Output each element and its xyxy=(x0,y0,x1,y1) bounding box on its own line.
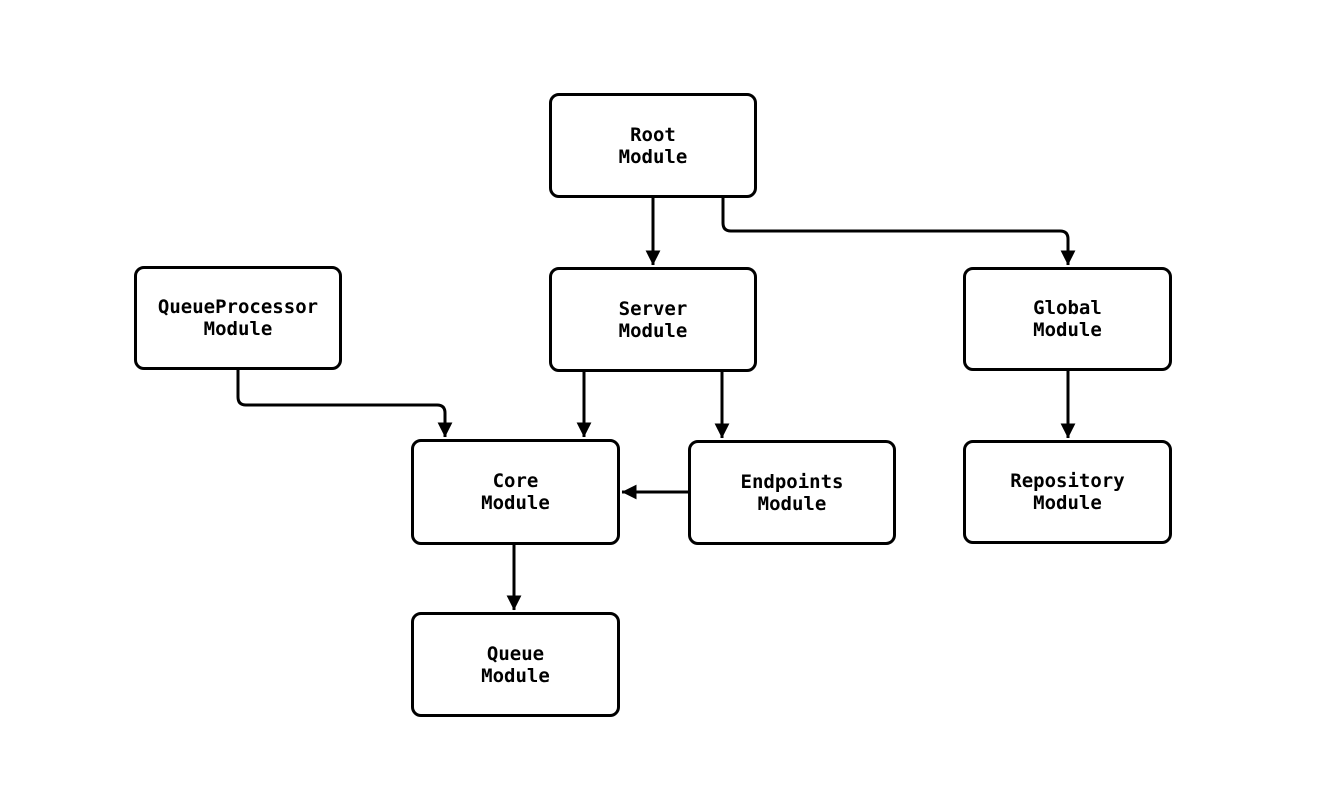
node-label-line2: Module xyxy=(1033,319,1102,341)
node-label-line1: Repository xyxy=(1010,470,1125,492)
node-label-line2: Module xyxy=(618,319,688,342)
node-core-module: Core Module xyxy=(411,439,620,545)
node-label-line2: Module xyxy=(1033,492,1102,514)
node-label-line2: Module xyxy=(203,318,273,340)
node-global-module: Global Module xyxy=(963,267,1172,371)
node-label-line2: Module xyxy=(481,492,550,514)
node-label-line1: Global xyxy=(1033,297,1102,319)
node-label-line1: Server xyxy=(618,297,688,320)
node-label-line1: Core xyxy=(492,470,539,492)
node-repository-module: Repository Module xyxy=(963,440,1172,544)
node-queue-module: Queue Module xyxy=(411,612,620,717)
node-server-module: Server Module xyxy=(549,267,757,372)
node-label-line1: QueueProcessor xyxy=(157,296,319,318)
node-label-line1: Endpoints xyxy=(740,470,844,493)
node-label-line1: Root xyxy=(630,123,676,146)
node-label-line2: Module xyxy=(618,145,688,168)
node-label-line2: Module xyxy=(757,492,827,515)
edge-queueprocessor-to-core xyxy=(236,370,453,438)
node-queueprocessor-module: QueueProcessor Module xyxy=(134,266,342,370)
node-label-line1: Queue xyxy=(486,642,545,665)
node-label-line2: Module xyxy=(481,664,550,687)
edge-root-to-global xyxy=(721,198,1076,266)
node-root-module: Root Module xyxy=(549,93,757,198)
node-endpoints-module: Endpoints Module xyxy=(688,440,896,545)
